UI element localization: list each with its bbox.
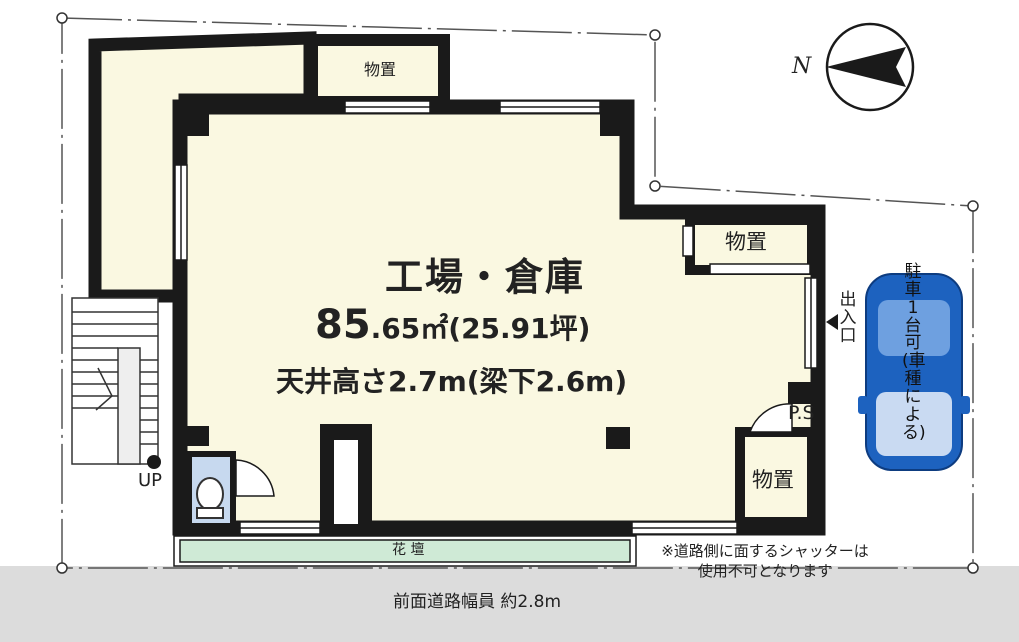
storage-right-upper	[685, 215, 817, 275]
windows	[174, 100, 818, 535]
compass-north-label: N	[792, 54, 812, 79]
ceiling-height: 天井高さ2.7m(梁下2.6m)	[276, 365, 628, 398]
room-area: 85.65㎡(25.91坪)	[315, 305, 590, 345]
area-number: 85	[315, 302, 371, 348]
up-marker	[147, 455, 161, 469]
flower-bed	[179, 539, 631, 563]
ps-label: P.S	[788, 402, 815, 424]
shutter-note-line-2: 使用不可となります	[697, 562, 833, 581]
road-width-label: 前面道路幅員 約2.8m	[393, 592, 561, 612]
storage-top	[306, 34, 450, 108]
car-icon	[858, 273, 970, 471]
toilet-icon	[196, 477, 224, 511]
compass-icon	[825, 22, 915, 112]
entrance-arrow-icon	[826, 314, 838, 330]
area-rest: .65㎡(25.91坪)	[370, 312, 591, 345]
storage-right-lower-label: 物置	[752, 468, 794, 492]
shutter-note: ※道路側に面するシャッターは 使用不可となります	[630, 541, 900, 582]
road	[0, 566, 1019, 642]
shutter-note-line-1: ※道路側に面するシャッターは	[661, 542, 869, 560]
storage-top-label: 物置	[363, 60, 396, 79]
storage-right-upper-label: 物置	[725, 230, 767, 254]
columns	[187, 114, 812, 449]
up-label: UP	[138, 470, 163, 491]
toilet-door	[235, 459, 275, 497]
boundary-markers	[56, 12, 979, 574]
flower-bed-label: 花 壇	[392, 542, 425, 558]
room-name: 工場・倉庫	[385, 255, 586, 299]
parking-label: 駐車1台可(車種による)	[902, 262, 926, 443]
ps-door	[748, 403, 793, 433]
entrance-label: 出入口	[839, 290, 857, 346]
main-room	[172, 99, 826, 536]
staircase	[71, 297, 159, 465]
